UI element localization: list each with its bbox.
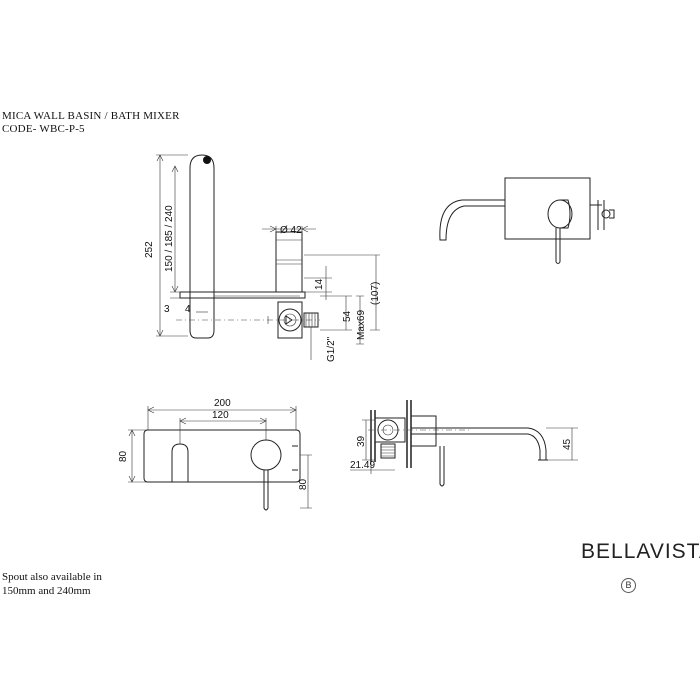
dim-width: 200 — [214, 398, 231, 409]
dim-centres: 120 — [212, 410, 229, 421]
front-view: 200 120 80 80 — [118, 398, 312, 511]
brand-mark-icon: B — [621, 578, 636, 593]
dim-14: 14 — [314, 278, 325, 290]
dim-4: 4 — [185, 304, 191, 315]
spout-note-line-1: Spout also available in — [2, 571, 102, 583]
dim-thread: G1/2" — [326, 336, 337, 362]
dim-21-49: 21.49 — [350, 460, 375, 471]
dim-height-right: 80 — [298, 478, 309, 490]
dim-45: 45 — [562, 438, 573, 450]
top-view: 39 21.49 45 — [350, 400, 578, 487]
dim-total-height: 252 — [144, 241, 155, 258]
dim-3: 3 — [164, 304, 170, 315]
perspective-view — [439, 177, 615, 264]
dim-54: 54 — [342, 310, 353, 322]
dim-diameter: Ø 42 — [280, 225, 302, 236]
product-code: CODE- WBC-P-5 — [2, 123, 85, 135]
product-title: MICA WALL BASIN / BATH MIXER — [2, 110, 180, 122]
spout-note-line-2: 150mm and 240mm — [2, 585, 91, 597]
dim-height-left: 80 — [118, 450, 129, 462]
dim-max69: Max69 — [356, 310, 367, 340]
dim-spout-options: 150 / 185 / 240 — [164, 205, 175, 272]
dim-107: (107) — [370, 282, 381, 305]
side-view: 252 150 / 185 / 240 3 4 Ø 42 14 54 Max69… — [144, 154, 381, 362]
dim-39: 39 — [356, 435, 367, 447]
brand-logo: BELLAVISTA — [581, 540, 700, 563]
